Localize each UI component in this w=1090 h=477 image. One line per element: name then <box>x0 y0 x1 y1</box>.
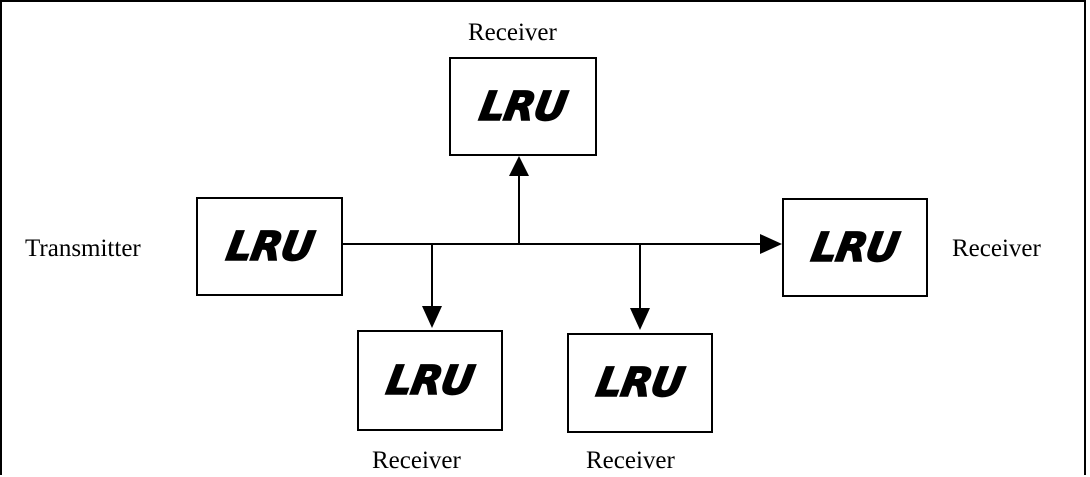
receiver-right-lru-text: LRU <box>807 224 902 272</box>
receiver-bottom-left-label: Receiver <box>372 447 461 474</box>
receiver-top-lru-text: LRU <box>475 83 570 131</box>
transmitter-lru-box: LRU <box>196 197 343 296</box>
receiver-bottom-right-lru-box: LRU <box>567 333 713 433</box>
arrow-right <box>760 234 782 254</box>
arrow-up <box>509 156 529 176</box>
receiver-bottom-right-lru-text: LRU <box>592 359 687 407</box>
arrow-down-right <box>630 308 650 330</box>
receiver-right-label: Receiver <box>952 235 1041 262</box>
arrow-down-left <box>422 306 442 328</box>
transmitter-label: Transmitter <box>25 235 141 262</box>
receiver-bottom-left-lru-text: LRU <box>382 357 477 405</box>
receiver-bottom-left-lru-box: LRU <box>357 330 503 431</box>
receiver-top-lru-box: LRU <box>449 57 597 156</box>
receiver-top-label: Receiver <box>468 19 557 46</box>
receiver-right-lru-box: LRU <box>782 198 928 297</box>
receiver-bottom-right-label: Receiver <box>586 447 675 474</box>
transmitter-lru-text: LRU <box>222 223 317 271</box>
